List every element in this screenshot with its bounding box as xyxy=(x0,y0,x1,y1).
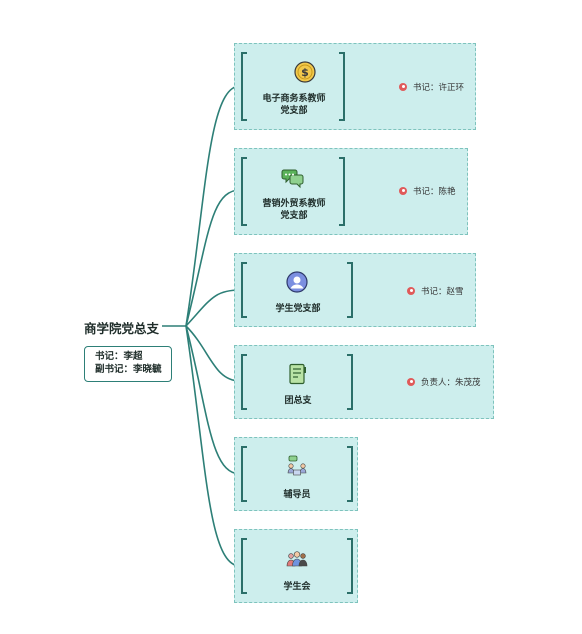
node-label-line1: 学生党支部 xyxy=(275,304,321,314)
coin-icon: $ xyxy=(294,61,316,83)
notebook-icon xyxy=(289,363,306,385)
node-card-2[interactable]: 营销外贸系教师 党支部 xyxy=(234,148,468,235)
user-pin-icon xyxy=(407,287,415,295)
bracket-right xyxy=(347,446,353,502)
node-label-line1: 营销外贸系教师 xyxy=(262,199,326,209)
connector-2 xyxy=(185,189,241,327)
node-label-3: 学生党支部 xyxy=(235,303,361,315)
node-role-4: 负责人：朱茂茂 xyxy=(407,376,481,388)
root-deputy: 副书记：李晓毓 xyxy=(95,364,162,375)
bracket-left xyxy=(241,262,247,318)
svg-text:$: $ xyxy=(301,66,309,79)
bracket-right xyxy=(347,538,353,594)
node-label-line2: 党支部 xyxy=(280,211,308,221)
node-role-2: 书记：陈艳 xyxy=(399,185,456,197)
node-label-6: 学生会 xyxy=(235,581,359,593)
node-label-2: 营销外贸系教师 党支部 xyxy=(235,198,353,222)
node-label-line1: 学生会 xyxy=(283,582,311,592)
bracket-left xyxy=(241,52,247,121)
user-pin-icon xyxy=(407,378,415,386)
node-label-line1: 团总支 xyxy=(284,396,312,406)
root-title: 商学院党总支 xyxy=(84,321,160,336)
bracket-left xyxy=(241,538,247,594)
node-label-line1: 电子商务系教师 xyxy=(262,94,326,104)
bracket-left xyxy=(241,446,247,502)
bracket-right xyxy=(347,262,353,318)
node-role-1: 书记：许正环 xyxy=(399,81,464,93)
node-card-3[interactable]: 学生党支部 xyxy=(234,253,476,327)
chat-bubbles-icon xyxy=(281,169,304,189)
node-label-1: 电子商务系教师 党支部 xyxy=(235,93,353,117)
node-label-line1: 辅导员 xyxy=(283,490,311,500)
bracket-right xyxy=(339,52,345,121)
node-card-6[interactable]: 学生会 xyxy=(234,529,358,603)
root-secretary: 书记：李超 xyxy=(95,351,143,362)
node-label-4: 团总支 xyxy=(235,395,361,407)
meeting-icon xyxy=(287,455,307,476)
connector-1 xyxy=(185,85,241,327)
bracket-right xyxy=(347,354,353,410)
user-avatar-icon xyxy=(286,271,308,293)
node-card-5[interactable]: 辅导员 xyxy=(234,437,358,511)
connector-5 xyxy=(185,325,241,475)
node-card-1[interactable]: $ 电子商务系教师 党支部 xyxy=(234,43,476,130)
connector-4 xyxy=(185,325,241,382)
group-icon xyxy=(286,551,308,567)
bracket-left xyxy=(241,157,247,226)
node-label-line2: 党支部 xyxy=(280,106,308,116)
node-card-4[interactable]: 团总支 xyxy=(234,345,494,419)
user-pin-icon xyxy=(399,187,407,195)
connector-3 xyxy=(185,289,241,327)
root-info-box: 书记：李超 副书记：李晓毓 xyxy=(84,346,172,382)
node-label-5: 辅导员 xyxy=(235,489,359,501)
bracket-left xyxy=(241,354,247,410)
node-role-3: 书记：赵雪 xyxy=(407,285,464,297)
bracket-right xyxy=(339,157,345,226)
user-pin-icon xyxy=(399,83,407,91)
connector-6 xyxy=(185,325,241,567)
